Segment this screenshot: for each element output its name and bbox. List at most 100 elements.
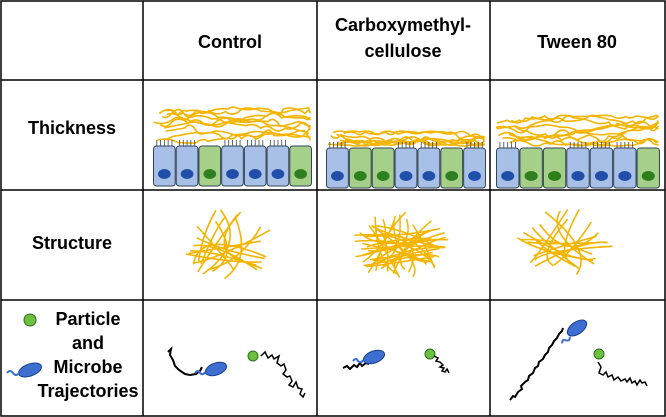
mesh-fiber <box>380 236 446 269</box>
nucleus <box>468 171 481 181</box>
mesh-fiber <box>197 210 217 262</box>
epithelial-cell <box>221 145 244 187</box>
microbe-trajectory-tween <box>509 327 564 401</box>
mesh-fiber <box>208 226 262 271</box>
mucus-fiber <box>514 121 659 143</box>
header-cmc-line2: cellulose <box>364 41 441 61</box>
nucleus <box>353 171 367 181</box>
mesh-fiber <box>382 247 440 268</box>
goblet-cell <box>371 147 395 189</box>
mesh-fiber <box>533 235 597 257</box>
epithelial-cell <box>153 145 176 187</box>
particle-trajectory-cmc <box>433 355 450 374</box>
mesh-fiber <box>362 242 427 265</box>
goblet-cell <box>440 147 464 189</box>
epithelial-cell <box>589 147 614 189</box>
nucleus <box>331 171 344 181</box>
trajectories-tween <box>509 319 648 401</box>
mesh-fiber <box>354 234 414 273</box>
epithelial-cell <box>463 147 486 189</box>
goblet-cell <box>542 147 567 189</box>
mucus-fiber <box>337 139 485 147</box>
microbe-icon <box>6 362 42 378</box>
goblet-cell <box>289 145 312 187</box>
epithelial-cell <box>613 147 637 189</box>
microbe-trajectory-control <box>167 346 203 377</box>
row-label-traj-1: Particle <box>55 309 120 329</box>
mucus-fiber <box>509 134 657 147</box>
mesh-fiber <box>376 246 446 264</box>
row-label-structure: Structure <box>32 233 112 253</box>
epithelial-cell <box>326 147 349 189</box>
mesh-fiber <box>192 229 271 264</box>
mesh-fiber <box>392 228 435 274</box>
header-control: Control <box>198 32 262 52</box>
mesh-fiber <box>523 232 596 261</box>
nucleus <box>618 171 632 181</box>
row-label-traj-4: Trajectories <box>37 381 138 401</box>
header-tween80: Tween 80 <box>537 32 617 52</box>
thickness-control-cell <box>153 106 312 187</box>
thickness-cmc-cell <box>326 130 486 189</box>
nucleus <box>294 169 308 179</box>
mesh-fiber <box>202 209 232 275</box>
structure-cmc-mesh <box>354 211 449 278</box>
mesh-fiber <box>546 218 568 267</box>
nucleus <box>271 169 285 179</box>
mucus-fiber <box>332 130 485 140</box>
mucus-fiber <box>166 111 311 123</box>
nucleus <box>548 171 562 181</box>
row-label-thickness: Thickness <box>28 118 116 138</box>
nucleus <box>157 169 171 179</box>
mucus-fiber <box>496 114 659 130</box>
mucus-fiber <box>330 133 485 145</box>
epithelial-cell <box>566 147 590 189</box>
mesh-fiber <box>556 210 595 265</box>
nucleus <box>422 171 436 181</box>
mesh-fiber <box>374 225 435 246</box>
mesh-fiber <box>362 215 397 263</box>
particle-dot-icon <box>23 313 37 327</box>
goblet-cell <box>519 147 543 189</box>
mesh-fiber <box>193 244 258 271</box>
row-label-traj-3: Microbe <box>53 357 122 377</box>
epithelial-cell <box>175 145 199 187</box>
mucus-fiber <box>165 107 311 117</box>
nucleus <box>226 169 239 179</box>
trajectories-control <box>167 346 306 399</box>
nucleus <box>594 171 608 181</box>
structure-tween-mesh <box>517 209 613 275</box>
epithelial-cell <box>266 145 290 187</box>
mesh-fiber <box>364 227 441 238</box>
mesh-fiber <box>535 241 608 267</box>
mesh-fiber <box>529 209 569 263</box>
nucleus <box>641 171 655 181</box>
microbe-trajectory-cmc <box>342 361 370 371</box>
mesh-fiber <box>374 216 398 275</box>
mucus-fiber <box>159 112 311 128</box>
nucleus <box>571 171 585 181</box>
mucus-fiber <box>161 106 311 119</box>
thickness-tween-cell <box>495 114 660 189</box>
mesh-fiber <box>517 237 593 262</box>
mucus-fiber <box>511 114 659 132</box>
mucus-fiber <box>165 124 309 141</box>
nucleus <box>445 171 459 181</box>
particle-trajectory-control <box>260 350 306 399</box>
mesh-fiber <box>412 224 435 269</box>
epithelial-cell <box>496 147 520 189</box>
row-label-traj-2: and <box>72 333 104 353</box>
header-cmc-line1: Carboxymethyl- <box>335 15 471 35</box>
nucleus <box>399 171 413 181</box>
mucus-fiber <box>157 130 311 144</box>
epithelial-cell <box>417 147 441 189</box>
goblet-cell <box>198 145 222 187</box>
mesh-fiber <box>400 220 432 270</box>
mesh-fiber <box>200 217 225 264</box>
nucleus <box>524 171 538 181</box>
structure-control-mesh <box>185 209 271 279</box>
mesh-fiber <box>393 220 428 263</box>
goblet-cell <box>348 147 372 189</box>
